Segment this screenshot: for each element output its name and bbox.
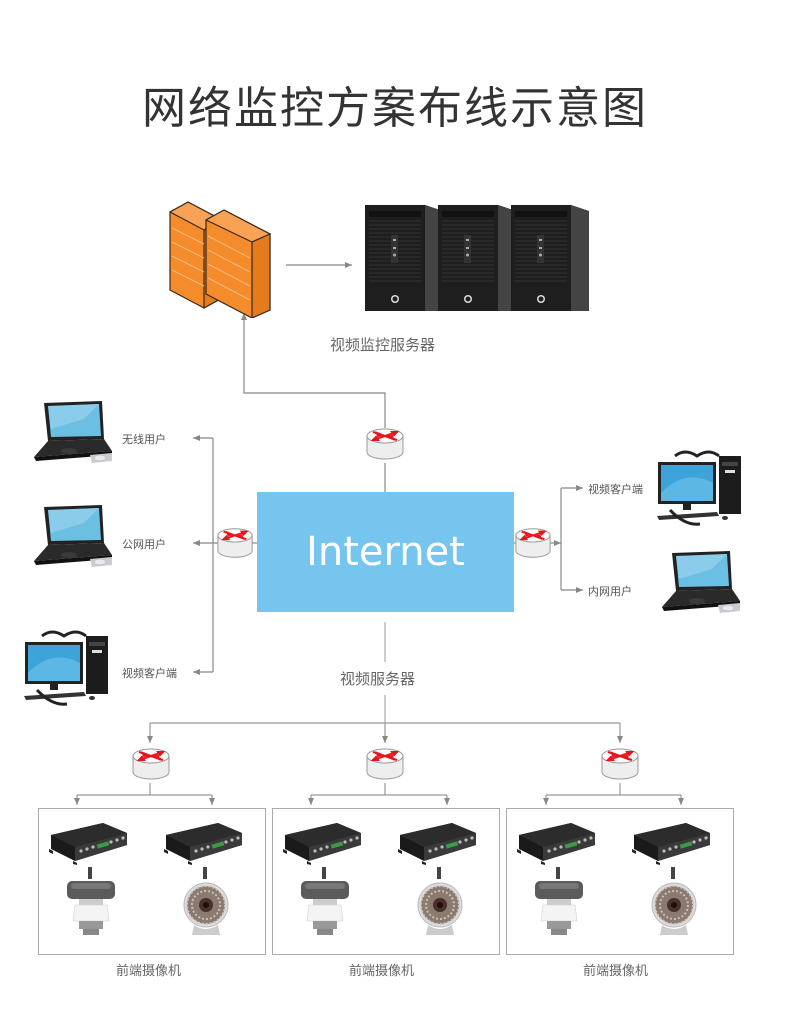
ptz-camera-icon [529, 867, 589, 937]
ir-camera-icon [644, 867, 704, 937]
router-icon [216, 524, 254, 562]
router-icon [365, 425, 405, 463]
encoder-icon [632, 819, 712, 869]
firewall-icon [168, 201, 272, 318]
camera-group-label: 前端摄像机 [349, 964, 415, 979]
server-tower-icon [511, 200, 591, 312]
laptop-icon [652, 548, 742, 620]
camera-group-label: 前端摄像机 [583, 964, 649, 979]
router-icon [365, 745, 405, 783]
encoder-icon [283, 819, 363, 869]
client-label-wireless: 无线用户 [122, 433, 166, 446]
server-tower-icon [438, 200, 518, 312]
encoder-icon [164, 819, 244, 869]
client-label-intranet: 内网用户 [588, 585, 632, 598]
client-label-public: 公网用户 [122, 538, 166, 551]
desktop-computer-icon [655, 448, 745, 528]
ptz-camera-icon [61, 867, 121, 937]
diagram-title: 网络监控方案布线示意图 [142, 83, 648, 134]
router-to-firewall-line [241, 313, 386, 428]
encoder-icon [517, 819, 597, 869]
router-icon [514, 524, 552, 562]
camera-group-box [506, 808, 734, 955]
laptop-icon [24, 398, 114, 470]
ir-camera-icon [410, 867, 470, 937]
client-label-video-client: 视频客户端 [122, 667, 177, 680]
ir-camera-icon [176, 867, 236, 937]
server-tower-icon [365, 200, 445, 312]
desktop-computer-icon [22, 628, 112, 708]
laptop-icon [24, 502, 114, 574]
camera-group-box [272, 808, 500, 955]
servers-label: 视频监控服务器 [330, 336, 436, 354]
camera-group-box [38, 808, 266, 955]
encoder-icon [398, 819, 478, 869]
router-icon [600, 745, 640, 783]
ptz-camera-icon [295, 867, 355, 937]
internet-cloud: Internet [257, 492, 514, 612]
client-label-video-client: 视频客户端 [588, 483, 643, 496]
encoder-icon [49, 819, 129, 869]
camera-group-label: 前端摄像机 [116, 964, 182, 979]
router-icon [131, 745, 171, 783]
video-server-label: 视频服务器 [340, 670, 416, 688]
